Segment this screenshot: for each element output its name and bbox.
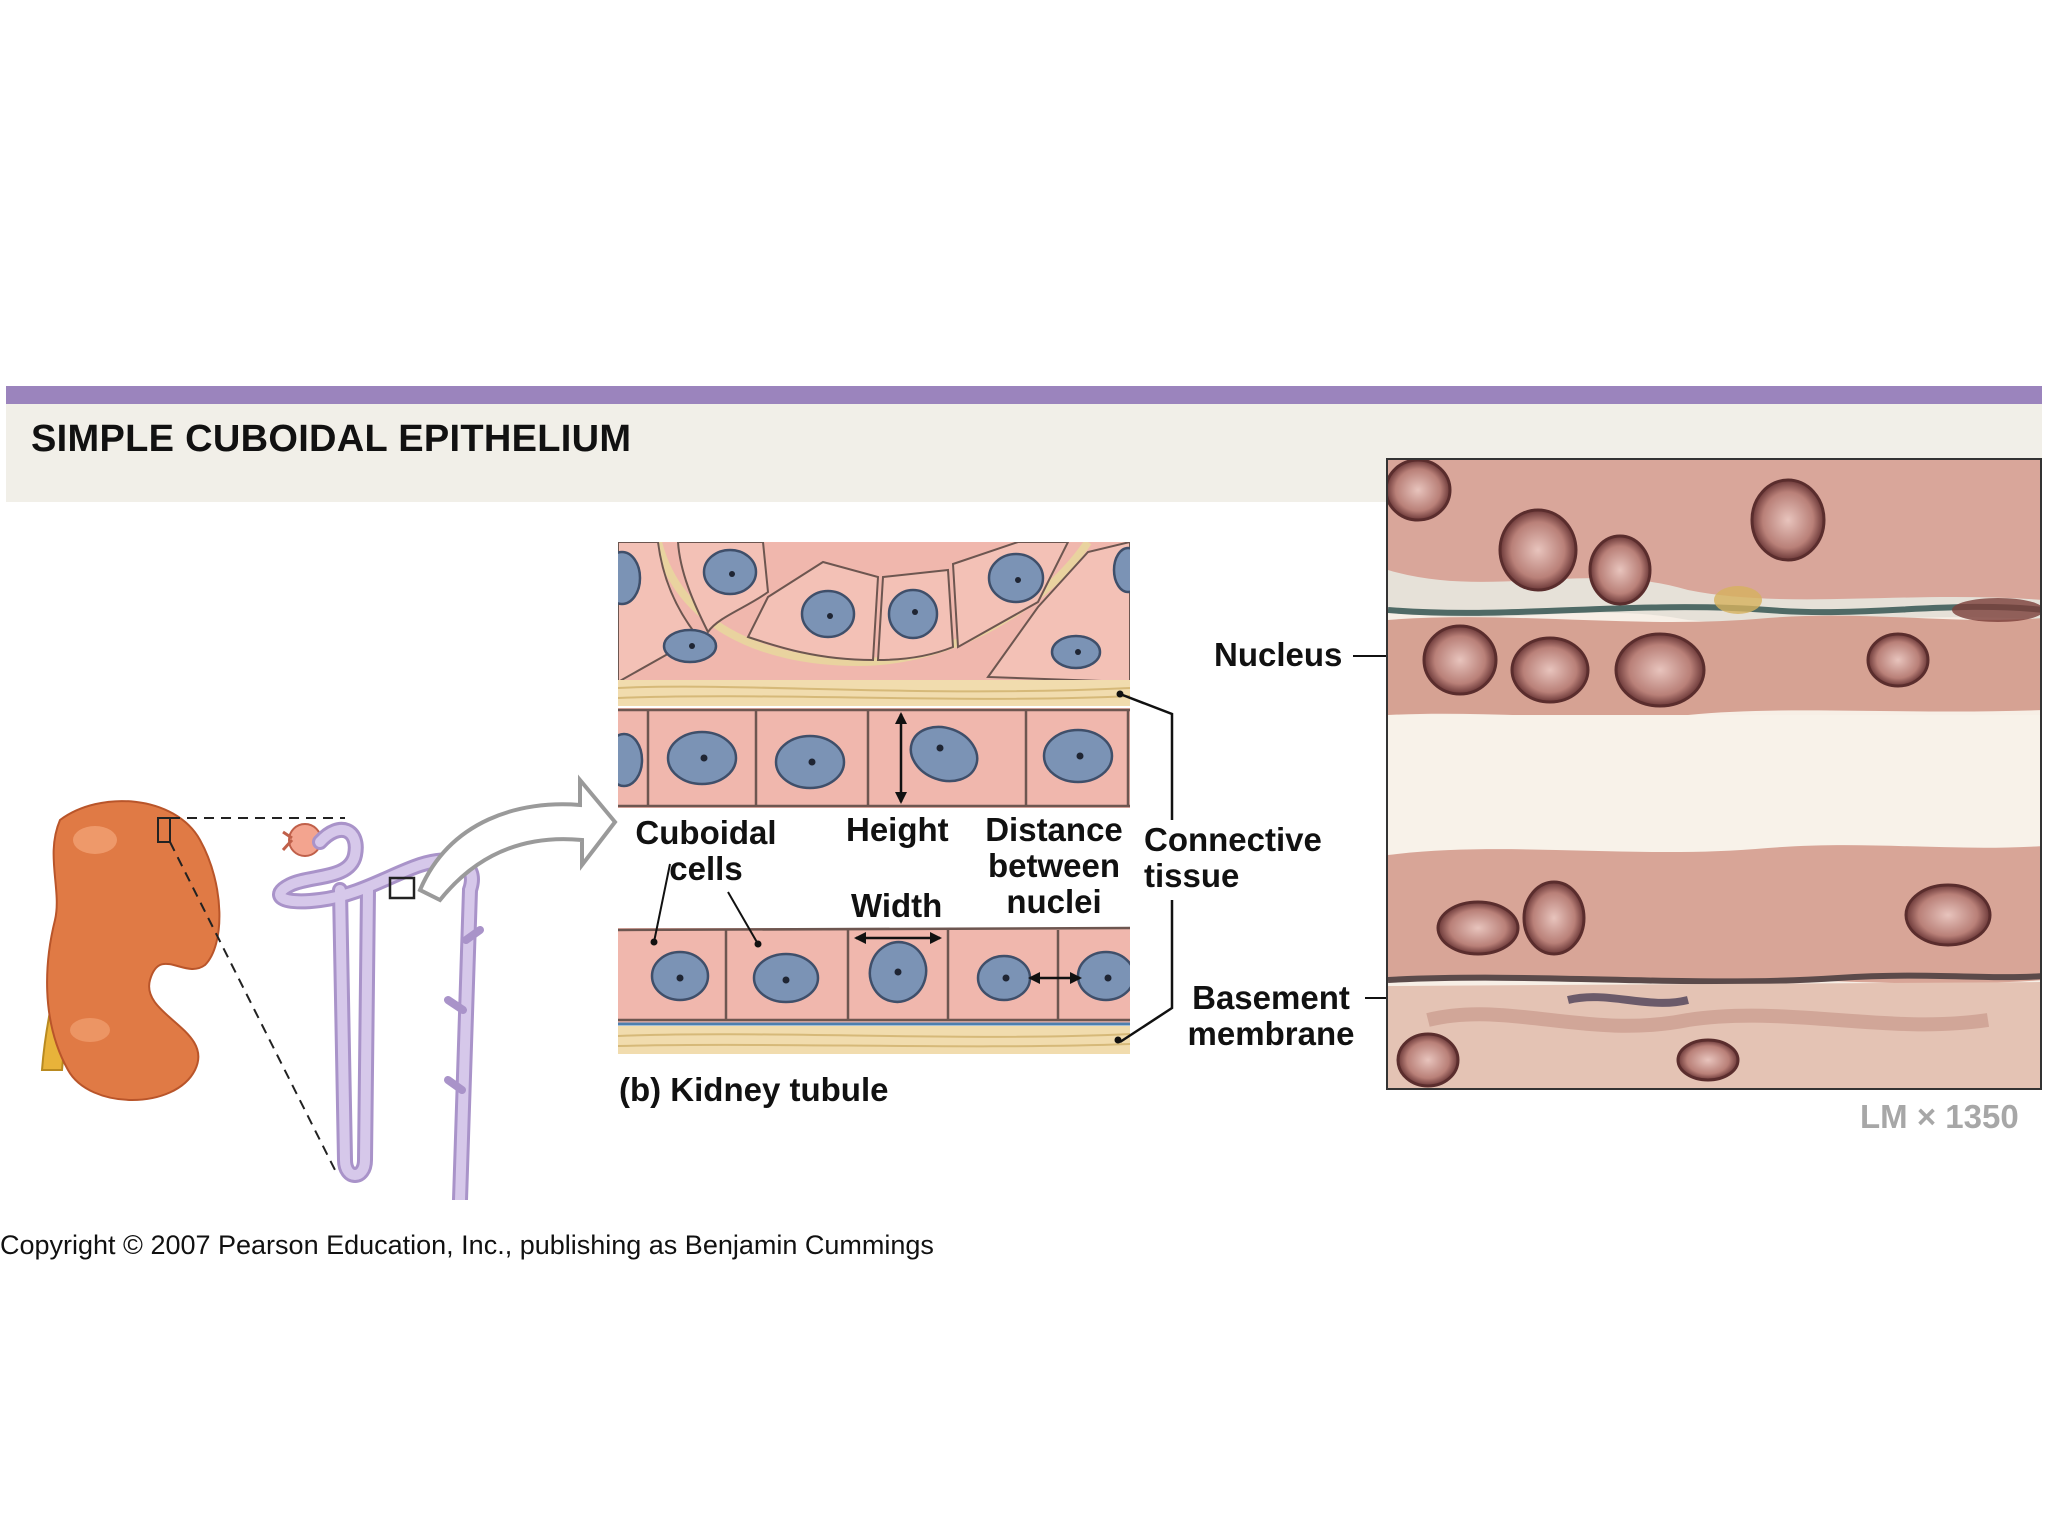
zoom-arrow [417, 774, 618, 903]
copyright-notice: Copyright © 2007 Pearson Education, Inc.… [0, 1230, 934, 1260]
nucleus-label: Nucleus [1214, 636, 1343, 673]
magnification-label: LM × 1350 [1860, 1098, 2019, 1135]
epithelium-diagram [618, 542, 1130, 1054]
title-stripe [6, 386, 2042, 404]
height-label: Height [846, 811, 949, 848]
connective-tissue-label: Connective tissue [1144, 821, 1322, 894]
width-label: Width [851, 887, 943, 924]
micrograph-image [1386, 458, 2042, 1090]
page-title: SIMPLE CUBOIDAL EPITHELIUM [31, 418, 632, 460]
distance-between-nuclei-label: Distance between nuclei [985, 811, 1123, 920]
kidney-illustration [40, 800, 484, 1200]
figure-caption: (b) Kidney tubule [619, 1071, 889, 1108]
connective-tissue-bracket [1119, 692, 1174, 1044]
basement-membrane-label: Basement membrane [1187, 979, 1355, 1052]
cuboidal-cells-label: Cuboidal cells [635, 814, 777, 887]
